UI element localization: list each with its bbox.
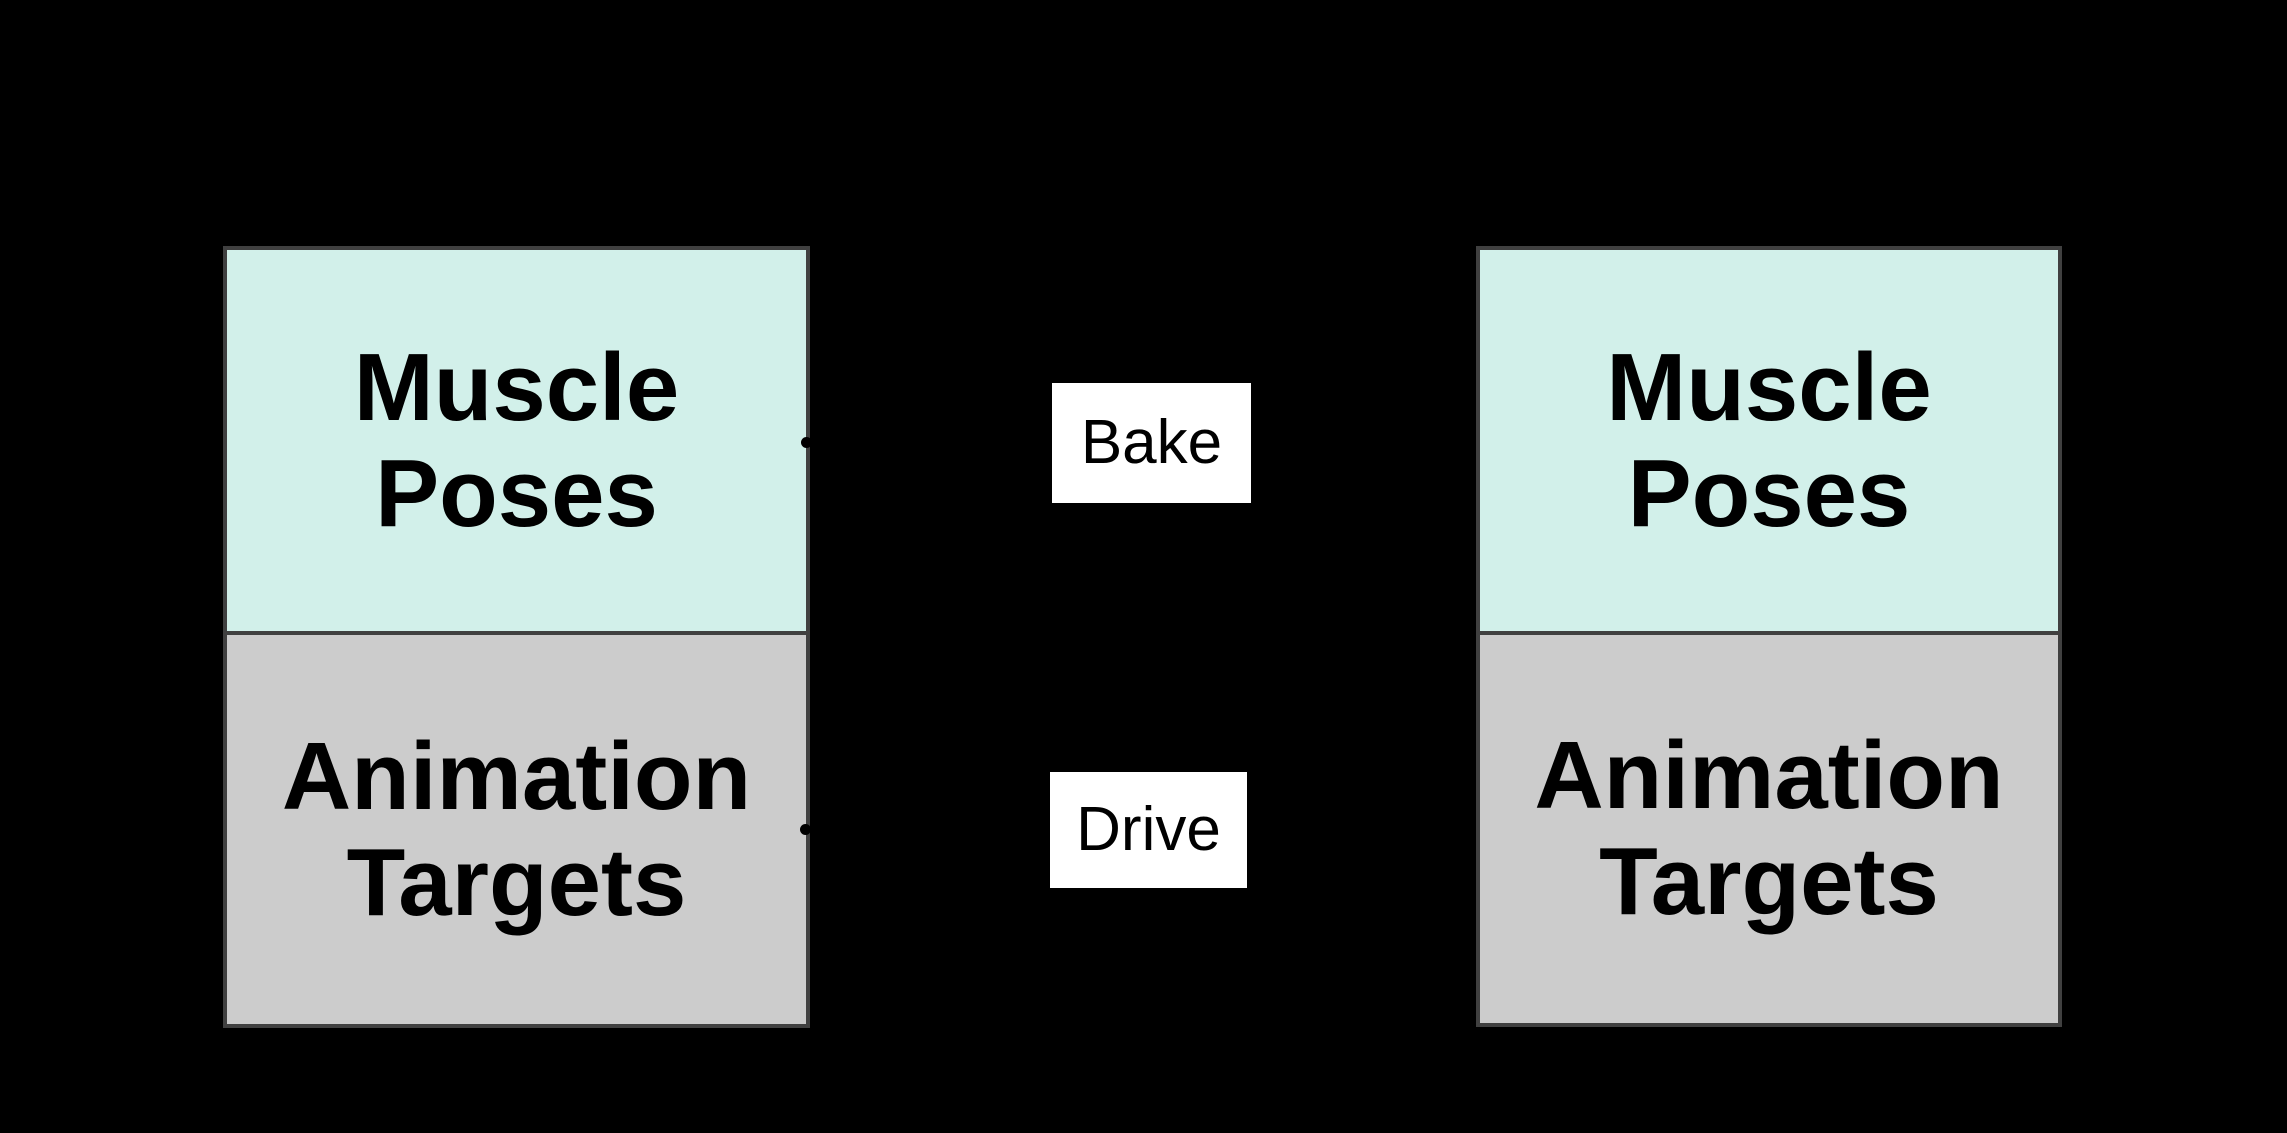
drive-connector-label: Drive [1076,795,1221,864]
source-stack-box: Muscle Poses Animation Targets [223,246,810,1028]
source-animation-targets-section: Animation Targets [227,635,806,1024]
drive-connector-anchor-dot [800,824,811,835]
bake-connector-label: Bake [1080,408,1223,477]
bake-connector-anchor-dot [801,437,812,448]
result-animation-targets-label: Animation Targets [1534,722,2004,935]
drive-connector-label-chip: Drive [1050,772,1247,888]
bake-connector-label-chip: Bake [1052,383,1251,503]
source-muscle-poses-label: Muscle Poses [353,333,680,547]
result-muscle-poses-section: Muscle Poses [1480,250,2058,635]
result-animation-targets-section: Animation Targets [1480,635,2058,1023]
source-animation-targets-label: Animation Targets [281,722,752,936]
source-muscle-poses-section: Muscle Poses [227,250,806,635]
result-muscle-poses-label: Muscle Poses [1606,333,1932,547]
result-stack-box: Muscle Poses Animation Targets [1476,246,2062,1027]
